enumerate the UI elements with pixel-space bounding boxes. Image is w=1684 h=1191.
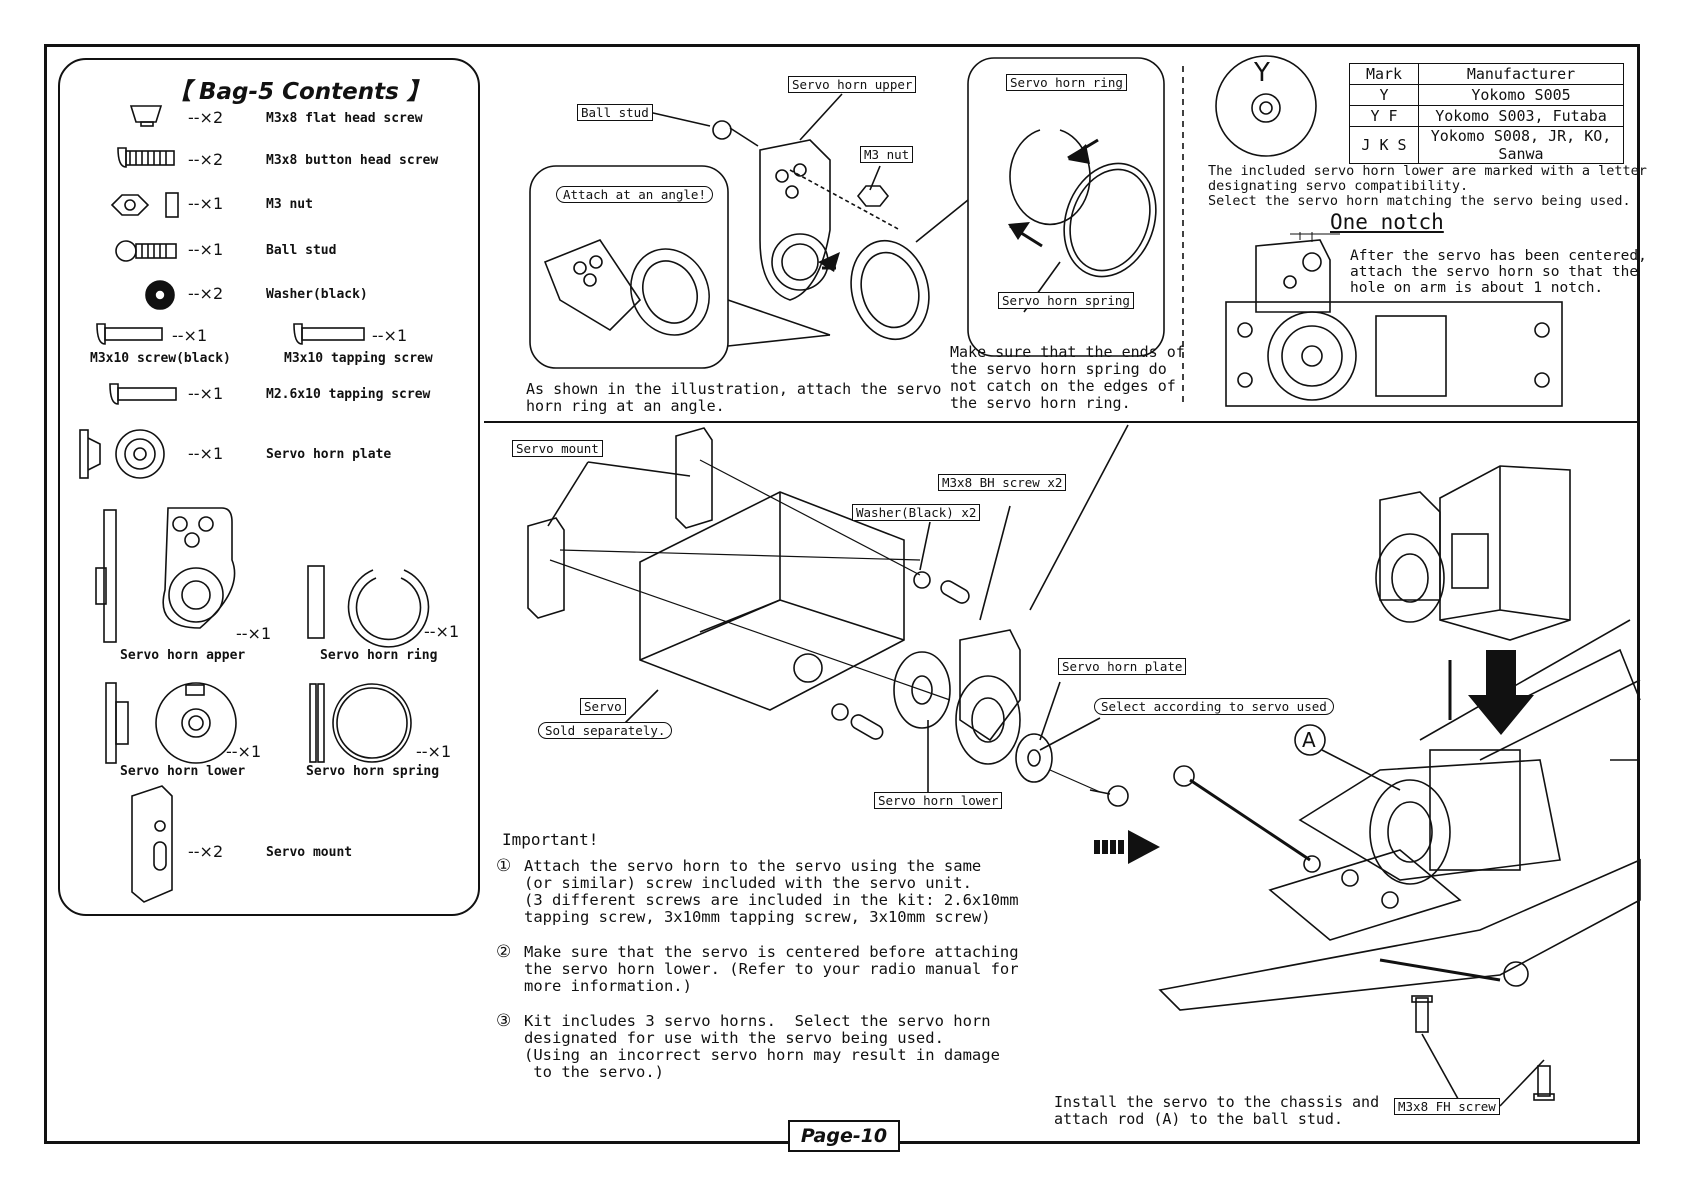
label-horn-plate: Servo horn plate <box>1058 658 1187 675</box>
one-notch-label: One notch <box>1330 210 1444 234</box>
point-a-label: A <box>1302 728 1316 752</box>
item-name: Servo horn lower <box>120 764 246 779</box>
label-bh-screw: M3x8 BH screw x2 <box>938 474 1067 491</box>
servo-horn-plate-icon <box>79 429 165 479</box>
label-horn-lower: Servo horn lower <box>874 792 1003 809</box>
header-mark: Mark <box>1349 63 1419 85</box>
label-servo-mount: Servo mount <box>512 440 603 457</box>
item-qty: --×2 <box>188 842 224 861</box>
label-select-servo: Select according to servo used <box>1094 698 1334 715</box>
table-cell: Yokomo S003, Futaba <box>1418 105 1624 127</box>
note-install: Install the servo to the chassis and att… <box>1054 1093 1380 1128</box>
right-arrow-icon <box>1094 830 1160 864</box>
label-sold-separately: Sold separately. <box>538 722 673 739</box>
label-ball-stud: Ball stud <box>577 104 653 121</box>
item-qty: --×2 <box>188 284 224 303</box>
label-horn-upper: Servo horn upper <box>788 76 917 93</box>
washer-icon <box>145 280 175 310</box>
header-manufacturer: Manufacturer <box>1418 63 1624 85</box>
item-qty: --×1 <box>188 194 224 213</box>
mark-letter: Y <box>1254 58 1270 88</box>
item-qty: --×1 <box>226 742 262 761</box>
important-num: ③ <box>496 1011 512 1031</box>
item-name: Servo horn ring <box>320 648 438 663</box>
servo-horn-spring-icon <box>309 683 412 763</box>
item-name: Servo mount <box>266 845 353 860</box>
table-cell: Y F <box>1349 105 1419 127</box>
label-horn-spring: Servo horn spring <box>998 292 1134 309</box>
ball-stud-icon <box>115 240 177 262</box>
item-qty: --×2 <box>188 150 224 169</box>
tapping-screw-icon <box>293 323 365 345</box>
item-name: Servo horn apper <box>120 648 246 663</box>
item-qty: --×1 <box>188 444 224 463</box>
flat-head-screw-icon <box>129 105 163 127</box>
note-spring: Make sure that the ends of the servo hor… <box>950 343 1185 412</box>
item-qty: --×2 <box>188 108 224 127</box>
note-angle: As shown in the illustration, attach the… <box>526 380 942 415</box>
important-item: Attach the servo horn to the servo using… <box>524 857 1019 926</box>
item-qty: --×1 <box>236 624 272 643</box>
item-name: Washer(black) <box>266 287 368 302</box>
item-qty: --×1 <box>372 326 408 345</box>
table-cell: J K S <box>1349 126 1419 164</box>
item-qty: --×1 <box>188 384 224 403</box>
item-name: Ball stud <box>266 243 337 258</box>
item-name: M3 nut <box>266 197 313 212</box>
button-head-screw-icon <box>117 147 175 168</box>
item-name: M3x8 button head screw <box>266 153 439 168</box>
bag-contents-panel <box>58 58 480 916</box>
servo-horn-ring-icon <box>307 565 430 648</box>
note-notch: After the servo has been centered, attac… <box>1350 248 1647 296</box>
important-num: ② <box>496 942 512 962</box>
important-item: Kit includes 3 servo horns. Select the s… <box>524 1012 1000 1081</box>
important-item: Make sure that the servo is centered bef… <box>524 943 1019 995</box>
item-qty: --×1 <box>416 742 452 761</box>
servo-horn-upper-icon <box>95 507 236 643</box>
bag-title: 【 Bag-5 Contents 】 <box>168 79 430 105</box>
table-cell: Y <box>1349 84 1419 106</box>
item-name: Servo horn plate <box>266 447 392 462</box>
item-name: M3x10 tapping screw <box>284 351 433 366</box>
page-number: Page-10 <box>788 1120 900 1152</box>
item-qty: --×1 <box>424 622 460 641</box>
item-name: M3x10 screw(black) <box>90 351 231 366</box>
label-attach-angle: Attach at an angle! <box>556 186 713 203</box>
servo-mount-icon <box>131 785 173 903</box>
down-arrow-icon <box>1468 650 1534 735</box>
important-num: ① <box>496 856 512 876</box>
table-cell: Yokomo S005 <box>1418 84 1624 106</box>
label-fh-screw: M3x8 FH screw <box>1394 1098 1500 1115</box>
m3-nut-icon <box>110 192 179 218</box>
tapping-screw-small-icon <box>109 383 177 405</box>
label-m3-nut: M3 nut <box>860 146 914 163</box>
item-name: Servo horn spring <box>306 764 440 779</box>
note-compatibility: The included servo horn lower are marked… <box>1208 163 1647 209</box>
important-title: Important! <box>502 830 599 849</box>
label-horn-ring: Servo horn ring <box>1006 74 1127 91</box>
item-qty: --×1 <box>188 240 224 259</box>
item-name: M2.6x10 tapping screw <box>266 387 431 402</box>
servo-horn-lower-icon <box>105 682 237 764</box>
label-servo: Servo <box>580 698 626 715</box>
item-qty: --×1 <box>172 326 208 345</box>
label-washer: Washer(Black) x2 <box>852 504 981 521</box>
item-name: M3x8 flat head screw <box>266 111 423 126</box>
m3x10-screw-icon <box>96 323 163 345</box>
table-cell: Yokomo S008, JR, KO, Sanwa <box>1418 126 1624 164</box>
